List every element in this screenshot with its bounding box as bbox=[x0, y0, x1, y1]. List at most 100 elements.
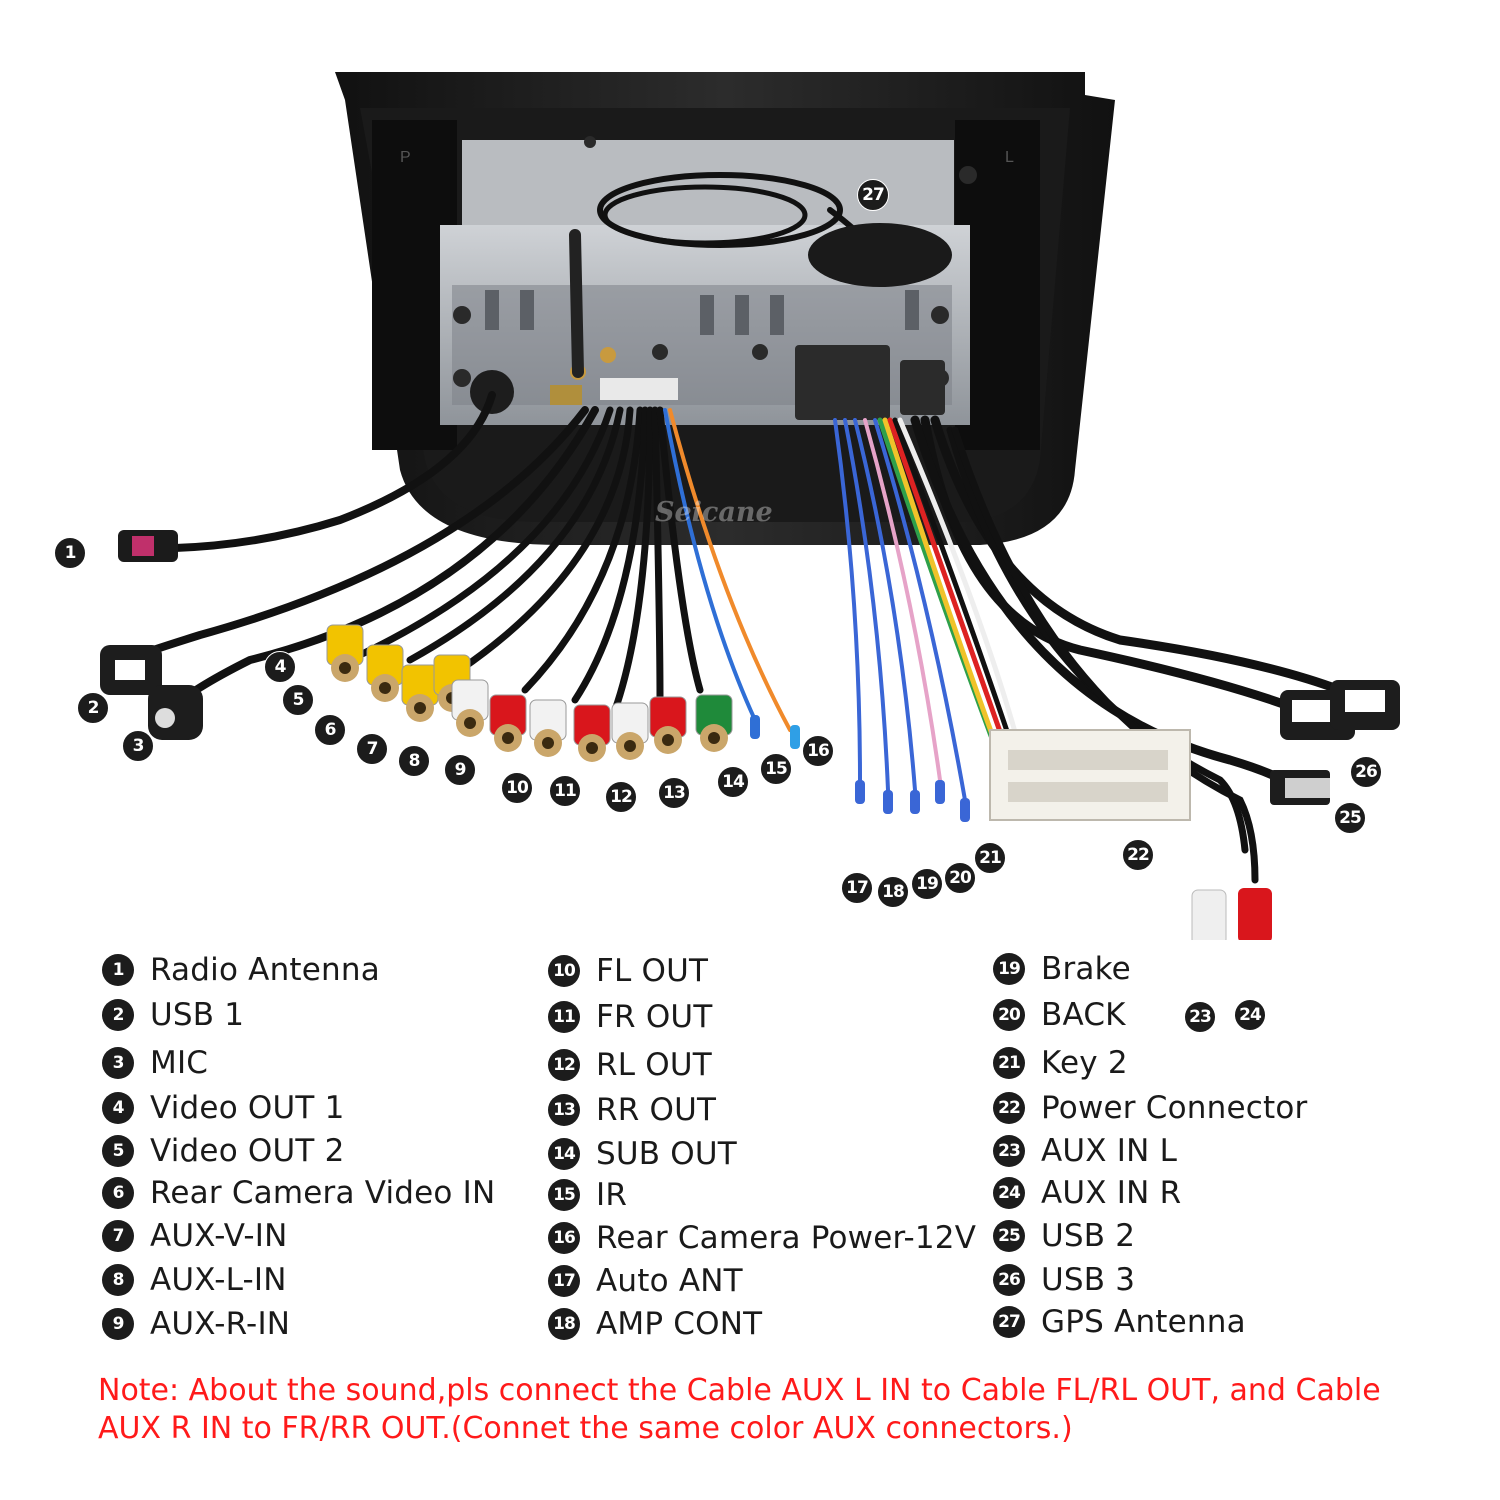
mic-jack bbox=[148, 685, 203, 740]
legend-label: IR bbox=[596, 1177, 628, 1213]
callout-14: 14 bbox=[717, 766, 749, 798]
legend-item-2: 2 USB 1 bbox=[102, 997, 244, 1033]
legend-label: FR OUT bbox=[596, 999, 713, 1035]
legend-item-18: 18 AMP CONT bbox=[548, 1306, 762, 1342]
wire-end-6 bbox=[935, 780, 945, 804]
rca-plug-6 bbox=[489, 694, 527, 752]
rca-plug-1 bbox=[326, 624, 364, 682]
wire-end-4 bbox=[883, 790, 893, 814]
legend-label: AMP CONT bbox=[596, 1306, 763, 1342]
legend-label: GPS Antenna bbox=[1041, 1304, 1246, 1340]
legend-label: Auto ANT bbox=[596, 1263, 743, 1299]
rca-connectors bbox=[326, 624, 733, 762]
legend-label: USB 1 bbox=[150, 997, 245, 1033]
callout-26: 26 bbox=[1350, 756, 1382, 788]
callout-24: 24 bbox=[1234, 999, 1266, 1031]
legend-item-1: 1 Radio Antenna bbox=[102, 952, 380, 988]
legend-number-badge: 22 bbox=[993, 1092, 1025, 1124]
callout-8: 8 bbox=[398, 745, 430, 777]
legend-number-badge: 3 bbox=[102, 1047, 134, 1079]
callout-23: 23 bbox=[1184, 1001, 1216, 1033]
rca-plug-5 bbox=[451, 679, 489, 737]
callout-22: 22 bbox=[1122, 839, 1154, 871]
callout-27: 27 bbox=[857, 179, 889, 211]
legend-number-badge: 19 bbox=[993, 953, 1025, 985]
legend-item-15: 15 IR bbox=[548, 1177, 627, 1213]
legend-number-badge: 24 bbox=[993, 1177, 1025, 1209]
rca-plug-10 bbox=[649, 696, 687, 754]
legend-label: SUB OUT bbox=[596, 1136, 737, 1172]
legend-label: AUX IN L bbox=[1041, 1133, 1178, 1169]
callout-20: 20 bbox=[944, 862, 976, 894]
legend-number-badge: 4 bbox=[102, 1092, 134, 1124]
legend-label: Radio Antenna bbox=[150, 952, 380, 988]
rca-plug-3 bbox=[401, 664, 439, 722]
usb2-connector bbox=[1270, 770, 1330, 805]
legend-number-badge: 6 bbox=[102, 1177, 134, 1209]
wiring-diagram: P L bbox=[54, 72, 1400, 1033]
callout-2: 2 bbox=[77, 692, 109, 724]
legend-item-12: 12 RL OUT bbox=[548, 1047, 712, 1083]
wire-end-7 bbox=[960, 798, 970, 822]
legend-label: Key 2 bbox=[1041, 1045, 1128, 1081]
legend-number-badge: 9 bbox=[102, 1308, 134, 1340]
rca-plug-11 bbox=[695, 694, 733, 752]
callout-4: 4 bbox=[264, 651, 296, 683]
rca-plug-2 bbox=[366, 644, 404, 702]
rca-plug-9 bbox=[611, 702, 649, 760]
legend-number-badge: 2 bbox=[102, 999, 134, 1031]
brand-watermark: Seicane bbox=[655, 497, 773, 528]
rca-plug-8 bbox=[573, 704, 611, 762]
legend-label: FL OUT bbox=[596, 953, 709, 989]
legend-number-badge: 5 bbox=[102, 1135, 134, 1167]
callout-10: 10 bbox=[501, 772, 533, 804]
callout-17: 17 bbox=[841, 872, 873, 904]
legend-number-badge: 18 bbox=[548, 1308, 580, 1340]
legend-number-badge: 15 bbox=[548, 1179, 580, 1211]
unit-illustration: P L bbox=[100, 72, 1400, 988]
legend-label: Rear Camera Power-12V bbox=[596, 1220, 977, 1256]
legend-number-badge: 11 bbox=[548, 1001, 580, 1033]
legend-number-badge: 7 bbox=[102, 1220, 134, 1252]
wire-end-3 bbox=[855, 780, 865, 804]
callout-12: 12 bbox=[605, 781, 637, 813]
legend-item-22: 22 Power Connector bbox=[993, 1090, 1307, 1126]
power-connector bbox=[989, 729, 1191, 821]
legend-number-badge: 25 bbox=[993, 1220, 1025, 1252]
legend-label: USB 2 bbox=[1041, 1218, 1136, 1254]
callout-15: 15 bbox=[760, 753, 792, 785]
wire-end-1 bbox=[750, 715, 760, 739]
wire-end-2 bbox=[790, 725, 800, 749]
callout-6: 6 bbox=[314, 714, 346, 746]
callout-7: 7 bbox=[356, 733, 388, 765]
callout-11: 11 bbox=[549, 775, 581, 807]
radio-antenna-connector bbox=[118, 530, 178, 562]
callout-25: 25 bbox=[1334, 802, 1366, 834]
legend-label: RL OUT bbox=[596, 1047, 712, 1083]
callout-13: 13 bbox=[658, 777, 690, 809]
svg-text:L: L bbox=[1005, 149, 1014, 166]
callout-18: 18 bbox=[877, 876, 909, 908]
legend-number-badge: 8 bbox=[102, 1264, 134, 1296]
legend-number-badge: 1 bbox=[102, 954, 134, 986]
installation-note: Note: About the sound,pls connect the Ca… bbox=[98, 1373, 1381, 1446]
callout-21: 21 bbox=[974, 842, 1006, 874]
legend-label: RR OUT bbox=[596, 1092, 717, 1128]
legend-label: Power Connector bbox=[1041, 1090, 1308, 1126]
wire-ends bbox=[750, 715, 970, 822]
legend-number-badge: 12 bbox=[548, 1049, 580, 1081]
